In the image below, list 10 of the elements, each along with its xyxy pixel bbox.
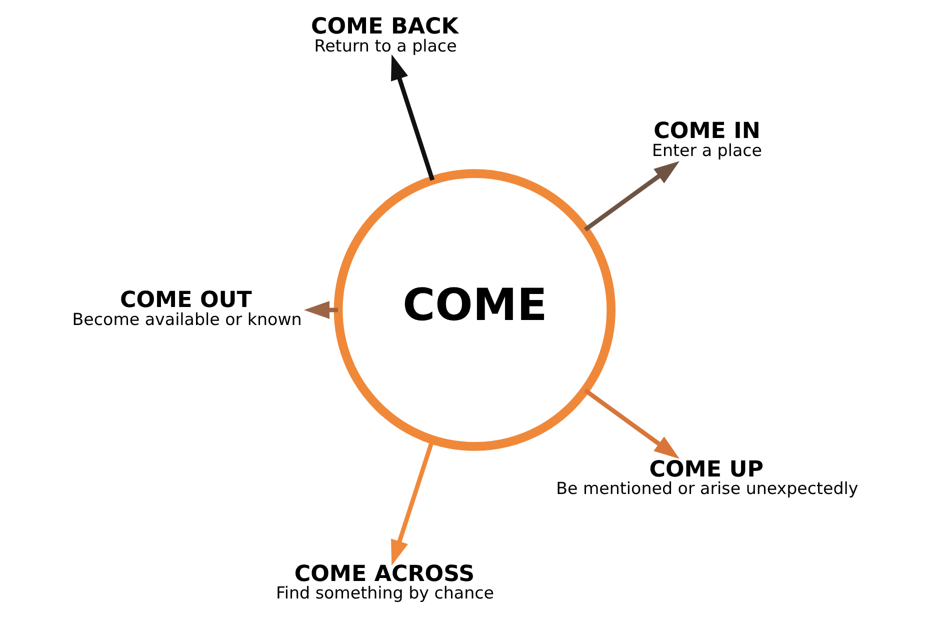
node-text: COME OUT Become available or known	[72, 287, 302, 329]
arrow	[390, 54, 434, 181]
arrow	[583, 161, 680, 232]
node-text: COME BACK Return to a place	[310, 14, 458, 56]
node-text: COME UP Be mentioned or arise unexpectedly	[556, 456, 858, 498]
node-circle: COME	[333, 169, 616, 451]
node-text: COME ACROSS Find something by chance	[276, 560, 494, 603]
arrow	[303, 301, 338, 319]
node-text: COME IN Enter a place	[651, 118, 762, 160]
arrow	[583, 388, 680, 459]
